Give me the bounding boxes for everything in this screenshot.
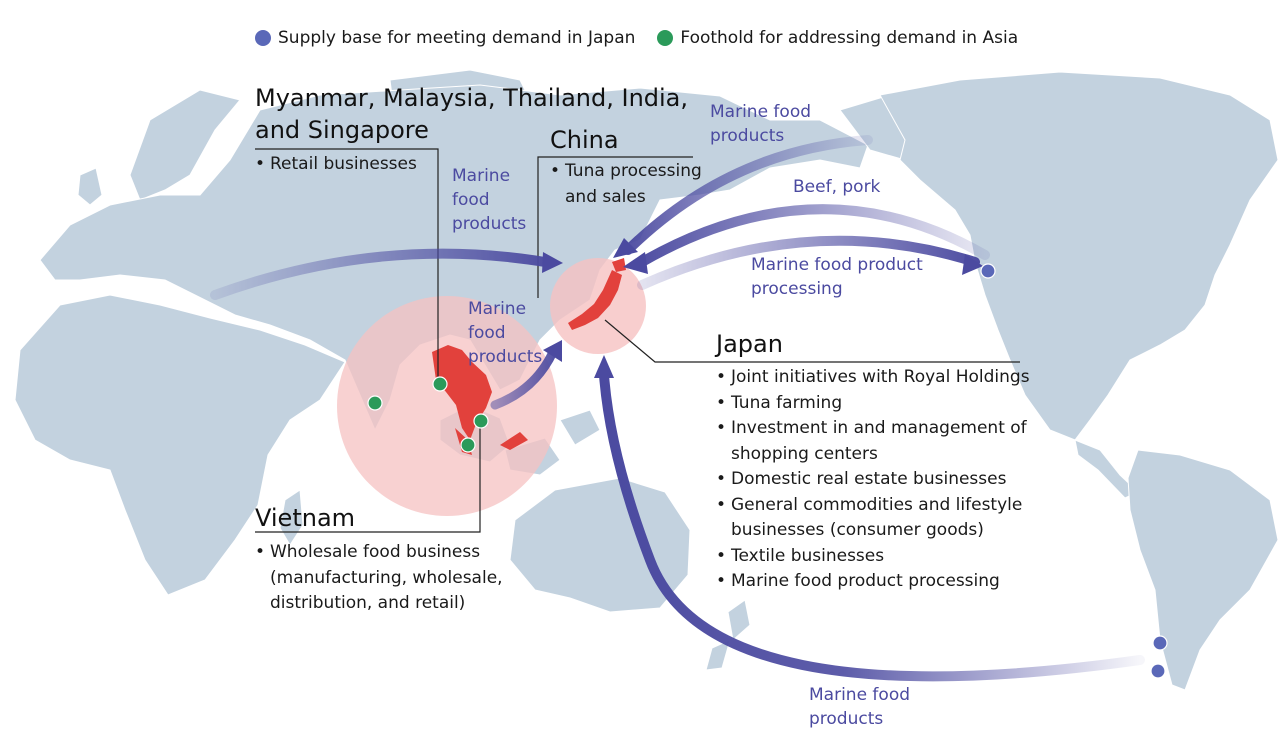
- chile-dot-1: [1152, 635, 1168, 651]
- bullet-list: Wholesale food business (manufacturing, …: [255, 540, 503, 617]
- chile-dot-2: [1150, 663, 1166, 679]
- arrow-south-head: [594, 355, 614, 378]
- bullet-list: Joint initiatives with Royal Holdings Tu…: [716, 365, 1030, 595]
- legend-label-asia-foothold: Foothold for addressing demand in Asia: [680, 28, 1019, 48]
- arrow-us-head: [962, 254, 983, 275]
- africa: [14, 294, 346, 596]
- japan-shape: [568, 270, 622, 330]
- arrow-alaska-marine: [623, 135, 873, 255]
- region-china: China Tuna processing and sales: [550, 124, 702, 210]
- asia-foothold-dot-icon: [657, 30, 674, 46]
- list-item: Tuna processing and sales: [550, 159, 702, 210]
- region-japan: Japan Joint initiatives with Royal Holdi…: [716, 328, 1030, 595]
- flow-label-sea-marine: Marine food products: [468, 299, 543, 367]
- japan-supply-dot-icon: [255, 30, 271, 46]
- list-item: Textile businesses: [716, 544, 1030, 570]
- arrow-west-marine: [210, 248, 550, 300]
- uk: [77, 167, 103, 206]
- flow-label-west-marine: Marine food products: [452, 166, 527, 234]
- flow-label-beef-pork: Beef, pork: [793, 177, 881, 197]
- legend-item-japan-supply: Supply base for meeting demand in Japan: [255, 28, 635, 48]
- list-item: Joint initiatives with Royal Holdings: [716, 365, 1030, 391]
- arrow-beef-head: [623, 252, 648, 274]
- arrow-west-head: [542, 252, 563, 273]
- arrow-alaska-head: [613, 238, 638, 258]
- vietnam-dot: [473, 413, 489, 429]
- japan-supply-dots: [980, 263, 1168, 679]
- connector-vietnam: [255, 422, 481, 533]
- australia: [509, 477, 691, 613]
- bullet-list: Tuna processing and sales: [550, 159, 702, 210]
- flow-label-alaska-marine: Marine food products: [710, 102, 812, 146]
- myanmar-dot: [432, 376, 448, 392]
- south-america: [1127, 449, 1279, 691]
- asia-foothold-halo: [337, 296, 557, 516]
- arrow-beef-pork: [637, 204, 990, 267]
- region-title: China: [550, 126, 619, 154]
- connector-japan: [604, 319, 1020, 363]
- bullet-list: Retail businesses: [255, 152, 688, 178]
- legend: Supply base for meeting demand in Japan …: [255, 28, 1040, 48]
- arrow-sea-marine: [490, 347, 558, 410]
- region-title: Myanmar, Malaysia, Thailand, India, and …: [255, 84, 689, 144]
- region-vietnam: Vietnam Wholesale food business (manufac…: [255, 502, 503, 617]
- list-item: Investment in and management of shopping…: [716, 416, 1030, 467]
- north-america: [879, 71, 1279, 441]
- list-item: Retail businesses: [255, 152, 688, 178]
- region-msti: Myanmar, Malaysia, Thailand, India, and …: [255, 82, 688, 178]
- scandinavia: [129, 89, 241, 201]
- singapore-dot: [460, 437, 476, 453]
- arrow-us-processing: [637, 235, 980, 290]
- japan-hokkaido: [612, 258, 626, 272]
- legend-label-japan-supply: Supply base for meeting demand in Japan: [278, 28, 636, 48]
- list-item: Domestic real estate businesses: [716, 467, 1030, 493]
- legend-item-asia-foothold: Foothold for addressing demand in Asia: [657, 28, 1018, 48]
- flow-label-us-processing: Marine food product processing: [751, 255, 923, 299]
- arrow-south-america-marine: [599, 370, 1145, 682]
- list-item: General commodities and lifestyle busine…: [716, 493, 1030, 544]
- india-dot: [367, 395, 383, 411]
- connector-msti: [255, 148, 439, 382]
- list-item: Wholesale food business (manufacturing, …: [255, 540, 503, 617]
- us-west-coast-dot: [980, 263, 996, 279]
- arrow-sea-head: [543, 340, 562, 362]
- asia-foothold-dots: [367, 376, 489, 453]
- list-item: Marine food product processing: [716, 569, 1030, 595]
- list-item: Tuna farming: [716, 391, 1030, 417]
- flow-label-south-america-marine: Marine food products: [809, 685, 911, 729]
- flow-arrows: [210, 135, 1145, 682]
- region-title: Vietnam: [255, 504, 356, 532]
- madagascar: [279, 489, 304, 546]
- malaysia-shape: [455, 428, 528, 455]
- region-title: Japan: [716, 330, 783, 358]
